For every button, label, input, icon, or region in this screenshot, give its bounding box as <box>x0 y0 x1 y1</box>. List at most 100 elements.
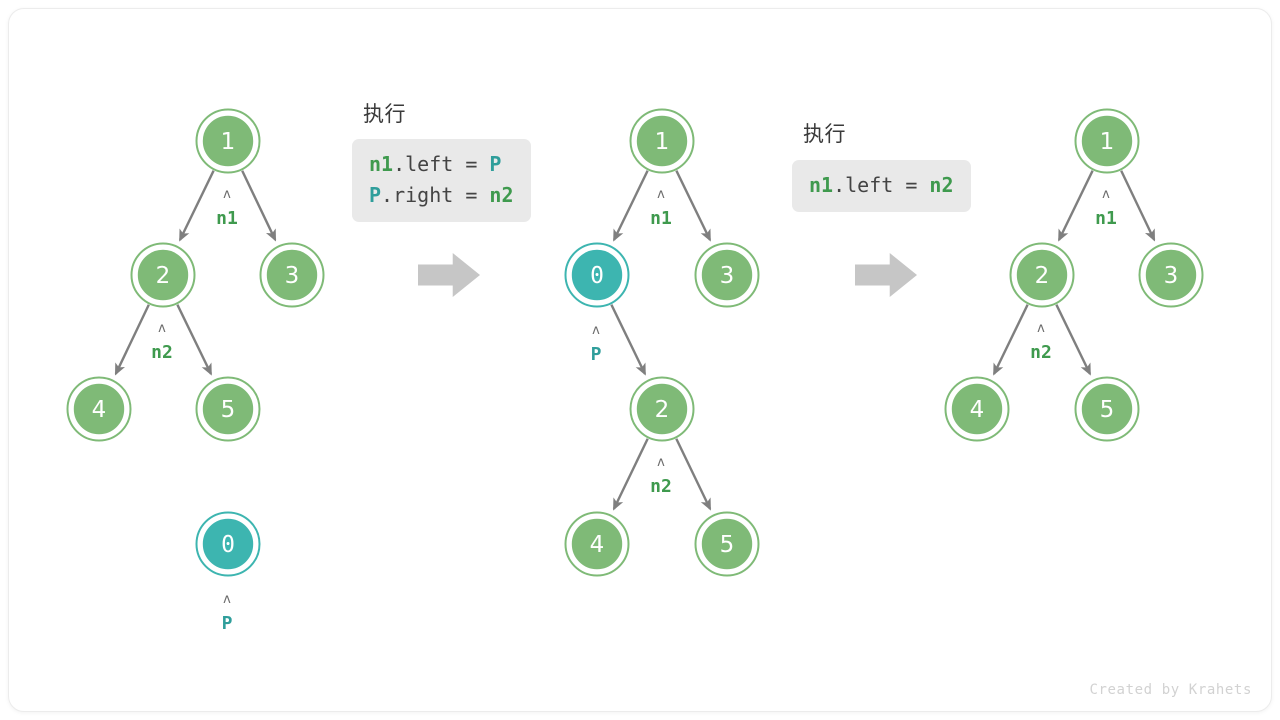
pointer-label: n2 <box>650 476 672 497</box>
node-value: 0 <box>590 263 604 289</box>
pointer-caret-icon: ʌ <box>657 187 665 202</box>
node-circle <box>634 381 690 437</box>
tree-edge <box>1057 170 1094 242</box>
node-outer-ring <box>694 511 760 577</box>
tree-edge <box>612 438 649 511</box>
node-outer-ring <box>944 376 1010 442</box>
node-circle <box>1079 381 1135 437</box>
tree-edge <box>114 304 150 376</box>
node-outer-ring <box>564 242 630 308</box>
node-outer-ring <box>66 376 132 442</box>
pointer-label: n1 <box>650 208 672 229</box>
node-outer-ring <box>1074 376 1140 442</box>
node-outer-ring <box>629 108 695 174</box>
edges-layer <box>114 170 1156 511</box>
tree-edge <box>610 304 647 376</box>
node-circle <box>200 113 256 169</box>
code-token: .left = <box>393 152 490 176</box>
node-outer-ring <box>259 242 325 308</box>
node-value: 5 <box>720 532 735 558</box>
tree-node: 3 <box>694 242 760 308</box>
node-outer-ring <box>195 108 261 174</box>
code-token: n2 <box>929 173 954 197</box>
block-arrow-2-icon <box>855 253 917 297</box>
node-value: 5 <box>1100 397 1115 423</box>
tree-node: 4 <box>944 376 1010 442</box>
tree-node: 0 <box>564 242 630 308</box>
node-outer-ring <box>1138 242 1204 308</box>
node-circle <box>1143 247 1199 303</box>
node-value: 5 <box>221 397 236 423</box>
pointer-label: n1 <box>216 208 238 229</box>
node-circle <box>200 516 256 572</box>
node-outer-ring <box>694 242 760 308</box>
tree-node: 1 <box>629 108 695 174</box>
block-arrow-1-icon <box>418 253 480 297</box>
tree-edge <box>612 170 649 242</box>
node-circle <box>699 516 755 572</box>
exec-label: 执行 <box>803 122 846 146</box>
tree-node: 1 <box>1074 108 1140 174</box>
tree-edge <box>241 170 277 242</box>
node-circle <box>71 381 127 437</box>
node-value: 0 <box>221 532 235 558</box>
exec-label: 执行 <box>363 102 406 126</box>
node-circle <box>569 247 625 303</box>
tree-node: 2 <box>130 242 196 308</box>
pointer-caret-icon: ʌ <box>223 592 231 607</box>
node-circle <box>1014 247 1070 303</box>
node-value: 1 <box>221 129 236 155</box>
tree-edge <box>176 304 213 376</box>
tree-edge <box>675 170 712 242</box>
node-outer-ring <box>1074 108 1140 174</box>
pointer-label: n2 <box>1030 342 1052 363</box>
pointer-caret-icon: ʌ <box>592 323 600 338</box>
tree-node: 5 <box>694 511 760 577</box>
pointer-caret-icon: ʌ <box>223 187 231 202</box>
pointer-caret-icon: ʌ <box>1037 321 1045 336</box>
node-value: 3 <box>720 263 735 289</box>
node-outer-ring <box>195 511 261 577</box>
node-value: 3 <box>285 263 300 289</box>
tree-node: 0 <box>195 511 261 577</box>
tree-edge <box>1055 304 1092 376</box>
pointer-label: P <box>222 613 233 634</box>
node-circle <box>200 381 256 437</box>
node-circle <box>135 247 191 303</box>
code-token: n2 <box>489 183 514 207</box>
tree-edge <box>675 438 712 511</box>
node-circle <box>949 381 1005 437</box>
node-value: 2 <box>156 263 171 289</box>
node-value: 4 <box>970 397 985 423</box>
tree-node: 4 <box>66 376 132 442</box>
pointer-caret-icon: ʌ <box>1102 187 1110 202</box>
code-line: n1.left = n2 <box>809 170 954 201</box>
node-value: 3 <box>1164 263 1179 289</box>
pointer-caret-icon: ʌ <box>158 321 166 336</box>
tree-node: 3 <box>1138 242 1204 308</box>
block-arrows-layer <box>418 253 917 297</box>
node-value: 2 <box>1035 263 1050 289</box>
watermark-credit: Created by Krahets <box>1089 682 1252 698</box>
code-block: n1.left = n2 <box>792 160 971 212</box>
tree-node: 4 <box>564 511 630 577</box>
tree-node: 1 <box>195 108 261 174</box>
code-token: n1 <box>369 152 394 176</box>
pointer-caret-icon: ʌ <box>657 455 665 470</box>
node-value: 4 <box>92 397 107 423</box>
node-outer-ring <box>564 511 630 577</box>
tree-edge <box>1120 170 1156 242</box>
node-circle <box>569 516 625 572</box>
pointer-label: n1 <box>1095 208 1117 229</box>
tree-edge <box>992 304 1029 376</box>
node-value: 4 <box>590 532 605 558</box>
code-token: .right = <box>381 183 490 207</box>
tree-node: 5 <box>195 376 261 442</box>
node-circle <box>699 247 755 303</box>
node-outer-ring <box>1009 242 1075 308</box>
pointer-label: P <box>591 344 602 365</box>
node-outer-ring <box>195 376 261 442</box>
tree-node: 3 <box>259 242 325 308</box>
